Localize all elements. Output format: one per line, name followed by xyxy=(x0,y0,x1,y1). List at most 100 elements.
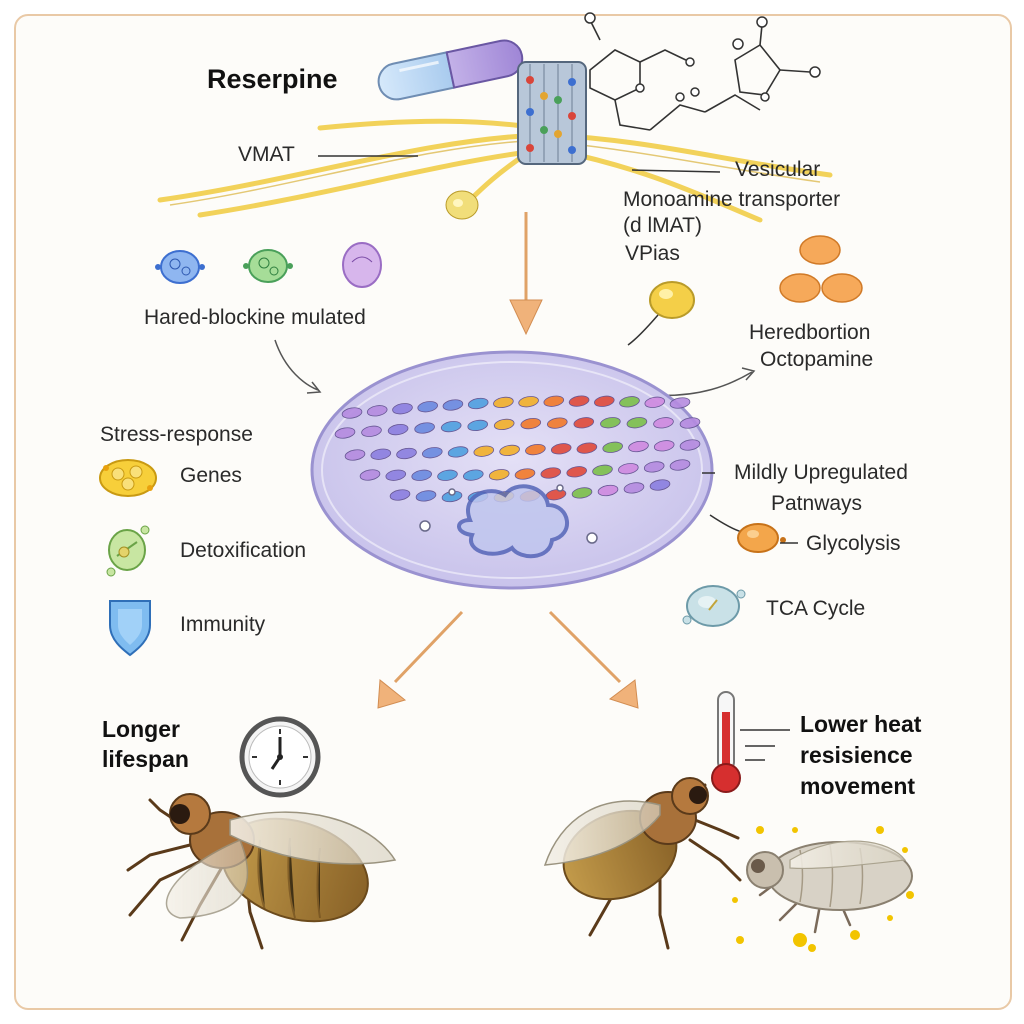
label-genes: Genes xyxy=(180,464,242,487)
detoxification-icon xyxy=(106,525,150,577)
gene-segment xyxy=(467,419,488,432)
gene-segment xyxy=(493,396,514,409)
gene-segment xyxy=(623,482,645,494)
gene-segment xyxy=(626,417,648,429)
central-cell xyxy=(310,350,714,590)
label-stress-response: Stress-response xyxy=(100,423,253,446)
label-patnways: Patnways xyxy=(771,492,863,515)
fly-right-active xyxy=(543,777,742,950)
label-resisience: resisience xyxy=(800,742,913,768)
gene-segment xyxy=(463,469,484,481)
fly-right-lying xyxy=(732,826,914,952)
fly-left-long-lifespan xyxy=(126,793,397,950)
gene-segment xyxy=(344,449,366,461)
label-hared-blockine: Hared-blockine mulated xyxy=(144,306,366,329)
glycolysis-icon xyxy=(737,523,786,553)
gene-segment xyxy=(566,466,587,478)
label-octopamine: Octopamine xyxy=(760,348,874,371)
gene-segment xyxy=(396,447,417,460)
label-vesicular: Vesicular xyxy=(735,158,821,181)
octopamine-pointer xyxy=(649,371,753,397)
gene-segment xyxy=(594,395,615,407)
gene-segment xyxy=(600,417,621,429)
gene-segment xyxy=(341,407,363,419)
label-dvmat: (d lMAT) xyxy=(623,214,702,237)
label-heredbortion: Heredbortion xyxy=(749,321,871,344)
gene-segment xyxy=(440,420,462,433)
thermometer-icon xyxy=(711,691,790,793)
label-longer: Longer xyxy=(102,716,180,742)
gene-segment xyxy=(602,441,623,453)
gene-segment xyxy=(422,447,443,459)
gene-segment xyxy=(361,425,382,437)
gene-segment xyxy=(573,417,595,429)
gene-segment xyxy=(618,463,639,475)
gene-segment xyxy=(366,405,388,417)
label-tca-cycle: TCA Cycle xyxy=(766,597,866,620)
gene-segment xyxy=(467,397,489,410)
gene-segment xyxy=(543,395,565,407)
gene-segment xyxy=(359,469,381,481)
label-mildly-upregulated: Mildly Upregulated xyxy=(734,461,908,484)
gene-segment xyxy=(414,422,435,434)
gene-segment xyxy=(514,468,536,480)
gene-segment xyxy=(415,490,437,502)
gene-segment xyxy=(488,469,510,481)
gene-segment xyxy=(571,487,593,499)
gene-segment xyxy=(370,448,392,460)
immunity-shield-icon xyxy=(109,600,151,657)
gene-segment xyxy=(442,399,464,411)
label-detoxification: Detoxification xyxy=(180,539,307,562)
label-movement: movement xyxy=(800,773,916,799)
gene-segment xyxy=(493,418,515,431)
gene-segment xyxy=(669,459,691,471)
clock-icon xyxy=(239,716,321,798)
label-lower-heat: Lower heat xyxy=(800,711,922,737)
label-monoamine-transporter: Monoamine transporter xyxy=(623,188,841,211)
gene-segment xyxy=(597,484,619,497)
gene-segment xyxy=(437,469,458,481)
gene-segment xyxy=(518,396,539,408)
gene-strands xyxy=(334,395,701,503)
arrow-to-lifespan xyxy=(377,610,464,709)
gene-segment xyxy=(385,469,407,481)
gene-segment xyxy=(334,427,356,439)
gene-segment xyxy=(679,439,701,451)
label-glycolysis: Glycolysis xyxy=(806,532,901,555)
genes-icon xyxy=(99,459,157,497)
gene-segment xyxy=(411,469,432,481)
arrow-to-heat xyxy=(548,610,639,709)
gene-segment xyxy=(576,442,598,454)
gene-segment xyxy=(540,467,562,479)
vesicular-pointer xyxy=(631,169,721,173)
label-immunity: Immunity xyxy=(180,613,266,636)
blocked-pointer xyxy=(274,339,319,391)
gene-segment xyxy=(568,395,590,407)
tca-cycle-icon xyxy=(682,585,746,627)
label-lifespan: lifespan xyxy=(102,746,189,772)
gene-segment xyxy=(547,417,568,429)
label-vmat: VMAT xyxy=(238,143,295,166)
reserpine-capsule xyxy=(377,39,524,101)
gene-segment xyxy=(387,423,409,436)
gene-segment xyxy=(649,479,671,491)
gene-segment xyxy=(628,440,649,453)
gene-segment xyxy=(653,417,674,429)
vesicle-bud xyxy=(445,190,479,220)
gene-segment xyxy=(679,417,701,429)
gene-segment xyxy=(499,444,520,457)
reserpine-molecule xyxy=(589,19,811,131)
nucleus xyxy=(457,484,570,559)
gene-segment xyxy=(619,396,640,408)
octopamine-cluster xyxy=(779,235,863,303)
vmat-transporter xyxy=(517,61,587,165)
gene-segment xyxy=(653,440,675,452)
gene-segment xyxy=(392,403,413,415)
blocked-proteins xyxy=(155,242,382,288)
gene-segment xyxy=(389,489,411,501)
gene-segment xyxy=(447,446,469,458)
gene-segment xyxy=(592,464,613,476)
gene-segment xyxy=(669,397,691,409)
octopamine-vesicle xyxy=(627,281,695,346)
